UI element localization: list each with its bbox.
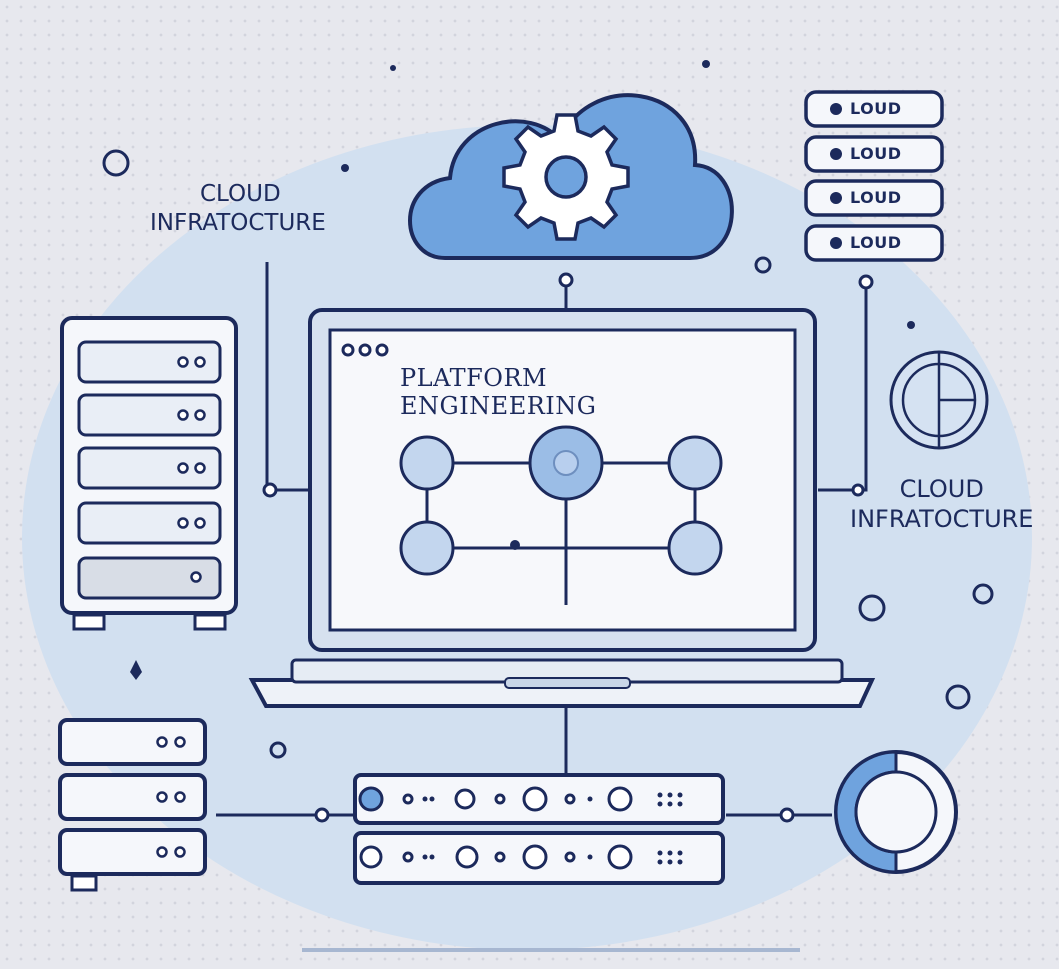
- server-stack-icon: [58, 718, 207, 892]
- label-line-1: CLOUD: [899, 475, 984, 503]
- label-line-2: INFRATOCTURE: [150, 209, 326, 236]
- donut-chart-icon: [834, 750, 958, 874]
- cloud-infrastructure-label-left: CLOUD INFRATOCTURE: [150, 180, 326, 238]
- decor-circles: [102, 149, 994, 759]
- pill-label: LOUD: [850, 144, 902, 163]
- server-rack-icon: [60, 316, 238, 631]
- cloud-infrastructure-label-right: CLOUD INFRATOCTURE: [850, 474, 1033, 534]
- radar-icon: [889, 350, 989, 450]
- label-line-1: CLOUD: [200, 181, 281, 207]
- pill-list: [804, 90, 944, 262]
- pill-label: LOUD: [850, 233, 902, 252]
- pill-label: LOUD: [850, 99, 902, 118]
- screen-title: PLATFORM ENGINEERING: [400, 364, 597, 420]
- pill-label: LOUD: [850, 188, 902, 207]
- network-switch-icon: [353, 773, 725, 885]
- network-node-icon: [399, 425, 723, 605]
- gear-icon: [502, 113, 630, 241]
- label-line-2: INFRATOCTURE: [850, 505, 1034, 533]
- window-controls: [341, 343, 389, 357]
